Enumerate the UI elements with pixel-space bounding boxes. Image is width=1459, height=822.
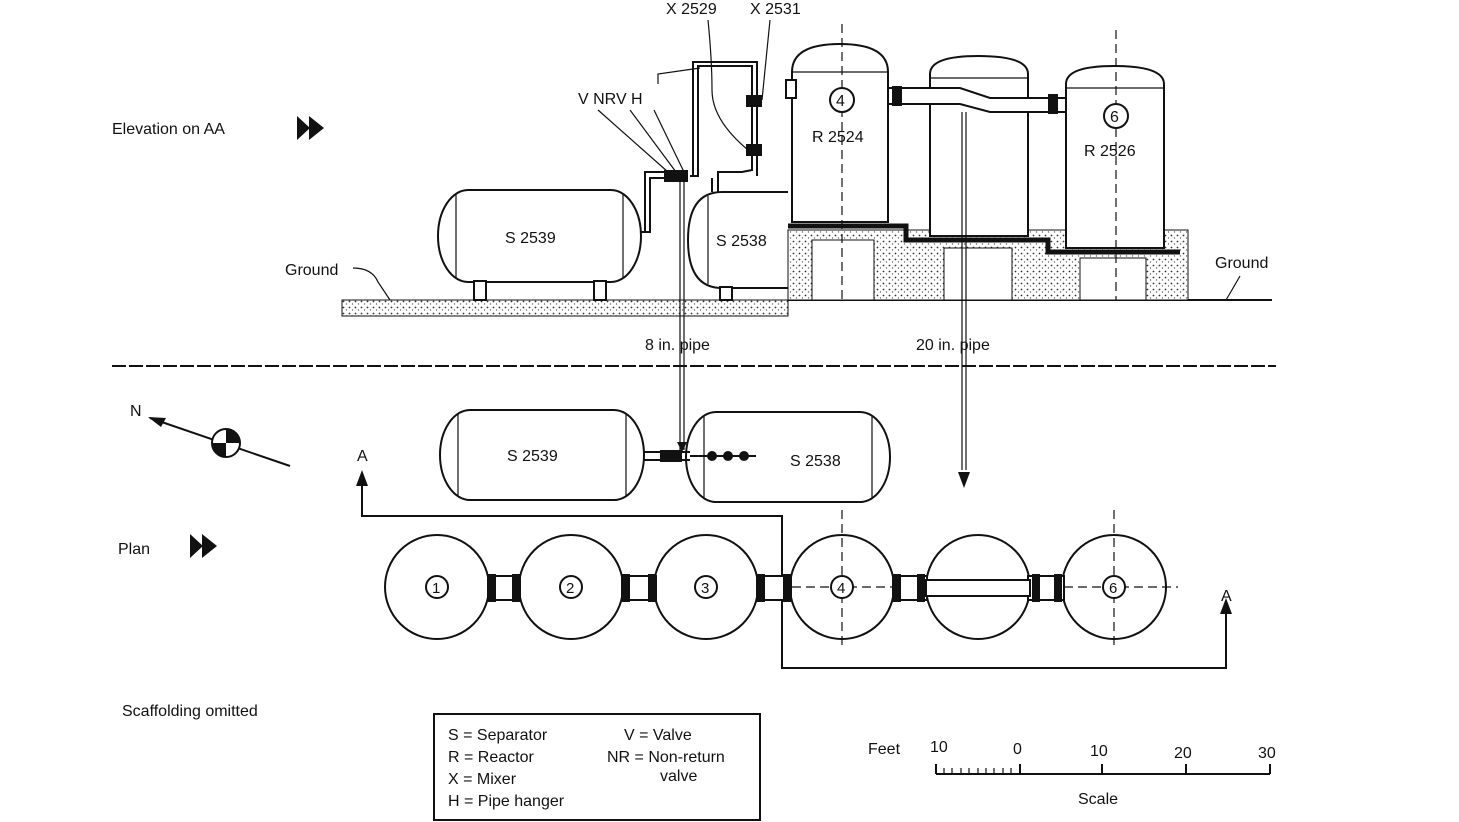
valve-leader-v <box>597 109 669 173</box>
north-arrow-icon: N <box>130 403 291 467</box>
pipe-20in-elevation <box>887 86 1067 470</box>
ground-leader-left <box>352 267 391 301</box>
legend-item: valve <box>660 768 697 785</box>
scale-bar: Feet 10 0 10 20 30 Scale <box>868 739 1276 808</box>
legend-item: X = Mixer <box>448 771 517 788</box>
valve-leader-nrv <box>629 109 677 173</box>
scale-units: Feet <box>868 741 901 758</box>
scale-tick-label: 20 <box>1174 745 1192 762</box>
reactor-number: 2 <box>566 580 574 597</box>
double-arrow-icon <box>297 116 324 140</box>
reactor-number: 6 <box>1109 580 1117 597</box>
plan-view: Plan N S 2539 S 2538 <box>118 403 1232 669</box>
separator-label: S 2539 <box>507 448 558 465</box>
double-arrow-icon <box>190 534 217 558</box>
mixer-leader-x2531 <box>761 19 771 101</box>
valve-leader-h <box>653 109 685 173</box>
reactor-6-plan: 6 <box>1050 510 1178 650</box>
separator-s2539-elevation: S 2539 <box>437 189 642 301</box>
hanger-leader <box>657 67 701 84</box>
reactor-label: R 2524 <box>812 129 864 146</box>
reactor-number: 3 <box>701 580 709 597</box>
ground-label-right: Ground <box>1215 255 1268 272</box>
separator-label: S 2538 <box>716 233 767 250</box>
reactor-5-elevation <box>929 54 1029 237</box>
scale-tick-label: 0 <box>1013 741 1022 758</box>
plan-small-piping <box>644 442 756 462</box>
reactor-r2526-elevation: 6 R 2526 <box>1065 30 1165 300</box>
reactor-number: 4 <box>837 580 845 597</box>
reactor-connectors <box>487 472 1065 602</box>
north-label: N <box>130 403 142 420</box>
section-mark-left: A <box>357 448 368 465</box>
reactor-row-plan: 1 2 3 4 <box>384 472 1178 650</box>
ground-leader-right <box>1225 275 1241 301</box>
separator-label: S 2538 <box>790 453 841 470</box>
reactor-label: R 2526 <box>1084 143 1136 160</box>
pipe-label-20in: 20 in. pipe <box>916 337 990 354</box>
valve-callout-label: V NRV H <box>578 91 643 108</box>
reactor-4-plan: 4 <box>778 510 906 650</box>
elevation-title: Elevation on AA <box>112 121 225 138</box>
ground-slab-left <box>341 299 789 317</box>
legend-item: V = Valve <box>624 727 692 744</box>
scale-tick-label: 30 <box>1258 745 1276 762</box>
reactor-3-plan: 3 <box>653 534 759 640</box>
scale-tick-label: 10 <box>1090 743 1108 760</box>
pipe-label-8in: 8 in. pipe <box>645 337 710 354</box>
mixer-leader-x2529 <box>707 19 749 151</box>
legend-box: S = Separator R = Reactor X = Mixer H = … <box>433 713 761 821</box>
legend-item: H = Pipe hanger <box>448 793 565 810</box>
mixer-label-x2529: X 2529 <box>666 1 717 18</box>
reactor-number: 6 <box>1110 109 1119 126</box>
ground-label-left: Ground <box>285 262 338 279</box>
legend-item: S = Separator <box>448 727 548 744</box>
reactor-number: 4 <box>836 93 845 110</box>
mixer-label-x2531: X 2531 <box>750 1 801 18</box>
reactor-1-plan: 1 <box>384 534 490 640</box>
plan-title: Plan <box>118 541 150 558</box>
section-mark-right: A <box>1221 588 1232 605</box>
small-piping <box>641 61 762 450</box>
legend-item: NR = Non-return <box>607 749 725 766</box>
separator-label: S 2539 <box>505 230 556 247</box>
legend-item: R = Reactor <box>448 749 534 766</box>
scaffolding-note: Scaffolding omitted <box>122 703 258 720</box>
separator-s2538-plan: S 2538 <box>685 411 891 503</box>
reactor-r2524-elevation: 4 R 2524 <box>785 24 889 300</box>
reactor-2-plan: 2 <box>518 534 624 640</box>
separator-s2539-plan: S 2539 <box>439 409 645 501</box>
reactor-number: 1 <box>432 580 440 597</box>
elevation-view: Elevation on AA Ground Ground S 2539 S 2… <box>112 1 1272 470</box>
scale-caption: Scale <box>1078 791 1118 808</box>
scale-tick-label: 10 <box>930 739 948 756</box>
separator-s2538-elevation: S 2538 <box>686 191 788 301</box>
